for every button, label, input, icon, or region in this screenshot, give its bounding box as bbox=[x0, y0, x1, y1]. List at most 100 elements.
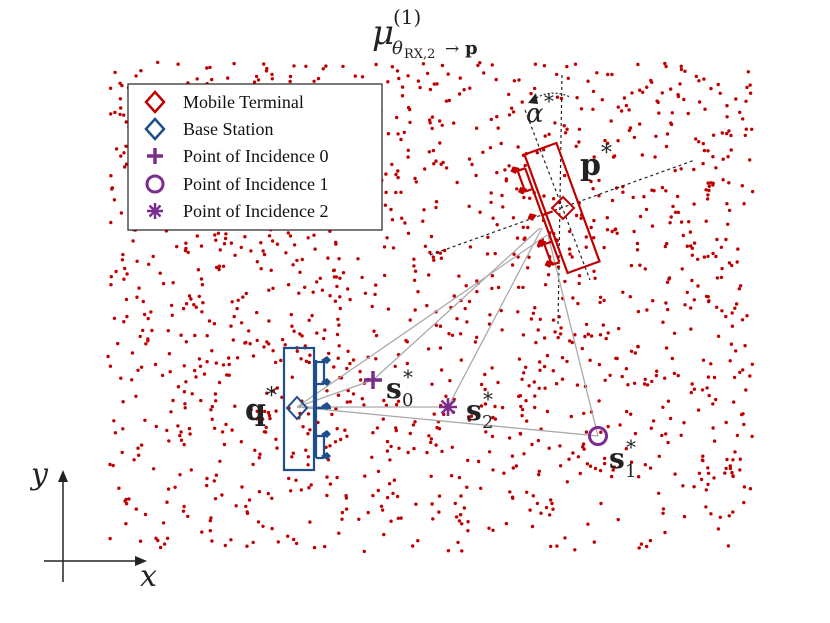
scatter-point bbox=[617, 326, 621, 331]
scatter-point bbox=[475, 335, 479, 339]
scatter-point bbox=[444, 166, 449, 170]
scatter-point bbox=[721, 157, 725, 161]
scatter-point bbox=[251, 462, 255, 467]
scatter-point bbox=[184, 302, 189, 306]
scatter-point bbox=[701, 358, 706, 362]
scatter-point bbox=[413, 269, 418, 273]
scatter-point bbox=[441, 160, 445, 165]
scatter-point bbox=[663, 530, 667, 535]
scatter-point bbox=[141, 328, 145, 333]
scatter-point bbox=[454, 515, 459, 519]
scatter-point bbox=[336, 393, 341, 397]
scatter-point bbox=[304, 64, 308, 69]
scatter-point bbox=[482, 71, 486, 75]
scatter-point bbox=[632, 381, 637, 385]
scatter-point bbox=[702, 77, 706, 81]
scatter-point bbox=[725, 104, 729, 108]
scatter-point bbox=[466, 529, 470, 533]
scatter-point bbox=[372, 329, 376, 333]
scatter-point bbox=[720, 309, 724, 313]
scatter-point bbox=[725, 131, 729, 136]
scatter-point bbox=[170, 313, 174, 317]
scatter-point bbox=[359, 378, 363, 382]
scatter-point bbox=[428, 121, 432, 125]
scatter-point bbox=[390, 162, 394, 167]
scatter-point bbox=[400, 94, 405, 98]
scatter-point bbox=[510, 454, 515, 458]
scatter-point bbox=[178, 473, 182, 477]
scatter-point bbox=[136, 368, 140, 372]
scatter-point bbox=[467, 299, 472, 304]
scatter-point bbox=[615, 356, 619, 361]
bs-antenna-icon bbox=[321, 402, 331, 410]
bs-antenna-icon bbox=[321, 452, 331, 460]
scatter-point bbox=[224, 422, 228, 427]
scatter-point bbox=[724, 466, 728, 471]
scatter-point bbox=[161, 521, 166, 525]
scatter-point bbox=[537, 386, 541, 390]
scatter-point bbox=[546, 273, 551, 277]
scatter-point bbox=[507, 436, 512, 440]
scatter-point bbox=[586, 332, 590, 336]
scatter-point bbox=[483, 402, 488, 406]
scatter-point bbox=[621, 290, 625, 294]
scatter-point bbox=[545, 409, 550, 414]
scatter-point bbox=[428, 250, 432, 255]
scatter-point bbox=[608, 373, 612, 377]
label-s1-sub: 1 bbox=[625, 461, 636, 482]
scatter-point bbox=[258, 452, 262, 456]
scatter-point bbox=[598, 468, 603, 473]
scatter-point bbox=[406, 105, 411, 110]
scatter-point bbox=[746, 70, 750, 74]
scatter-point bbox=[205, 66, 209, 70]
scatter-point bbox=[725, 115, 729, 119]
scatter-point bbox=[660, 91, 664, 95]
scatter-point bbox=[577, 140, 581, 144]
scatter-point bbox=[332, 365, 336, 369]
scatter-point bbox=[704, 188, 708, 192]
scatter-point bbox=[311, 290, 315, 294]
scatter-point bbox=[212, 426, 217, 430]
scatter-point bbox=[169, 410, 173, 414]
scatter-point bbox=[111, 463, 115, 468]
scatter-point bbox=[715, 305, 719, 309]
scatter-point bbox=[714, 254, 718, 259]
scatter-point bbox=[286, 534, 290, 538]
scatter-point bbox=[462, 506, 466, 510]
scatter-point bbox=[430, 115, 435, 119]
scatter-point bbox=[210, 417, 214, 421]
scatter-point bbox=[610, 229, 614, 234]
scatter-point bbox=[232, 314, 236, 319]
mt-antenna-icon bbox=[544, 260, 554, 268]
scatter-point bbox=[727, 261, 732, 265]
scatter-point bbox=[217, 264, 222, 268]
scatter-point bbox=[638, 214, 643, 219]
scatter-point bbox=[559, 96, 564, 101]
scatter-point bbox=[178, 433, 182, 438]
scatter-point bbox=[227, 362, 231, 367]
scatter-point bbox=[479, 382, 484, 387]
scatter-point bbox=[348, 400, 352, 404]
scatter-point bbox=[214, 265, 219, 270]
scatter-point bbox=[220, 493, 224, 497]
scatter-point bbox=[374, 357, 378, 361]
scatter-point bbox=[431, 517, 435, 521]
scatter-point bbox=[711, 183, 715, 187]
scatter-point bbox=[315, 331, 319, 335]
scatter-point bbox=[476, 63, 480, 68]
scatter-point bbox=[171, 398, 175, 403]
scatter-point bbox=[217, 267, 221, 272]
scatter-point bbox=[744, 388, 748, 392]
scatter-point bbox=[690, 278, 694, 283]
scatter-point bbox=[605, 216, 609, 220]
scatter-point bbox=[554, 382, 559, 386]
scatter-point bbox=[563, 279, 567, 284]
scatter-point bbox=[125, 314, 129, 319]
array-axis-line bbox=[524, 109, 591, 281]
scatter-point bbox=[616, 105, 620, 109]
scatter-point bbox=[496, 126, 500, 130]
scatter-point bbox=[336, 317, 340, 321]
scatter-point bbox=[645, 383, 650, 387]
scatter-point bbox=[270, 72, 274, 77]
scatter-point bbox=[489, 200, 493, 205]
